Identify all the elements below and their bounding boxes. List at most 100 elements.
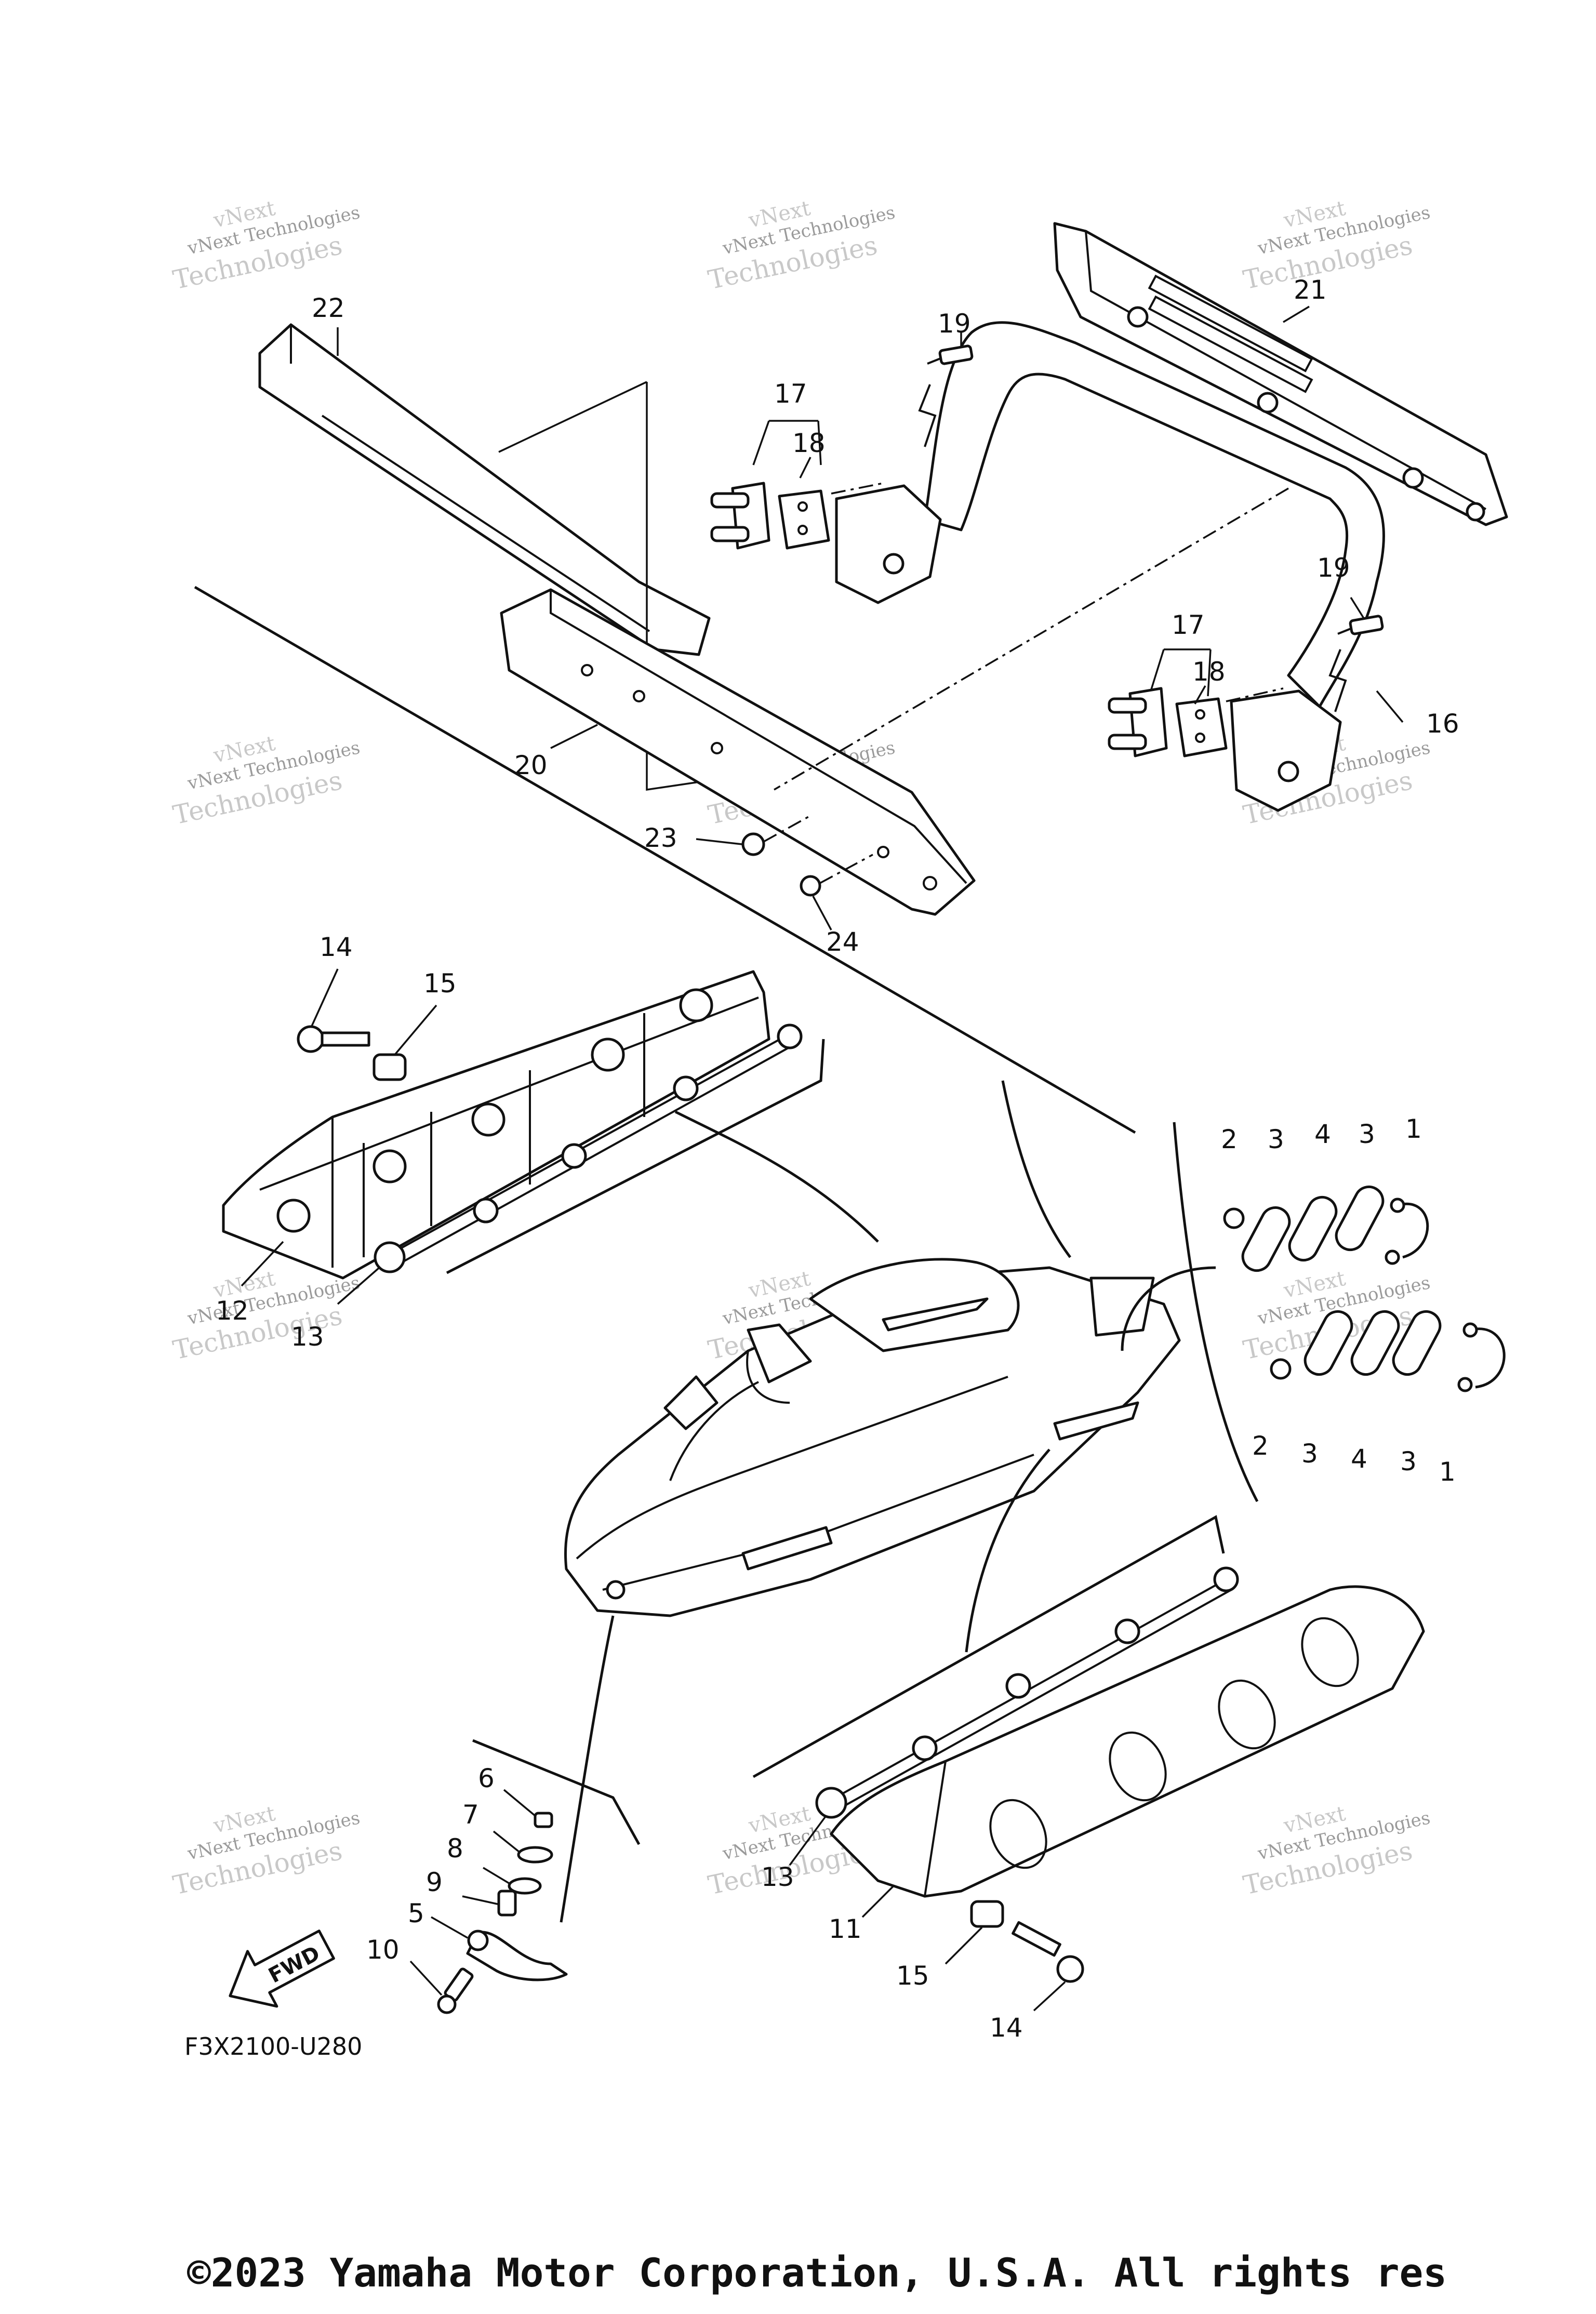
leader-14-left [311, 968, 339, 1027]
watermark: vNext vNext Technologies Technologies [170, 732, 362, 830]
arrow-from-right-sponson [965, 1448, 1050, 1653]
arrow-from-bow-eye [560, 1615, 615, 1923]
callout-18-lower: 18 [1192, 657, 1226, 687]
leader-24 [812, 896, 832, 930]
callout-18-upper: 18 [792, 428, 826, 458]
copyright-notice: ©2023 Yamaha Motor Corporation, U.S.A. A… [187, 2250, 1447, 2296]
leader-19-lower [1350, 597, 1365, 619]
leader-18-upper [799, 457, 812, 478]
callout-10: 10 [366, 1935, 400, 1965]
leader-13-left [337, 1267, 380, 1305]
leader-15-left [394, 1004, 437, 1056]
leader-8 [483, 1867, 510, 1884]
part-22-cover [258, 323, 711, 656]
part-6-nut [534, 1812, 553, 1828]
arrow-from-shackle [1121, 1266, 1216, 1351]
callout-16: 16 [1426, 709, 1459, 739]
callout-22: 22 [312, 293, 345, 323]
arrow-from-left-sponson [674, 1110, 879, 1243]
guide-22b [646, 382, 717, 791]
part-23-screw [741, 815, 811, 856]
leader-6 [503, 1789, 536, 1817]
fwd-arrow-icon: FWD [229, 1930, 335, 2008]
callout-9: 9 [426, 1867, 443, 1897]
part-13-rail-right [815, 1566, 1239, 1819]
leader-13-right [789, 1815, 827, 1866]
callout-20: 20 [514, 750, 548, 780]
guide-22a [498, 381, 647, 453]
callout-12: 12 [216, 1296, 249, 1326]
part-20-rail [500, 588, 976, 916]
leader-21 [1283, 305, 1310, 323]
frame-right-sponson [752, 1515, 1225, 1778]
callout-11: 11 [829, 1914, 862, 1944]
callout-15-right: 15 [896, 1961, 929, 1991]
section-separator [194, 586, 1136, 1134]
shackle-upper [1223, 1185, 1429, 1272]
callout-13-right: 13 [761, 1862, 794, 1892]
callout-1-lower: 1 [1439, 1457, 1456, 1487]
part-8-washer [508, 1877, 542, 1895]
watermark: vNext vNext Technologies Technologies [170, 1802, 362, 1900]
leader-23 [696, 838, 742, 845]
bracket-lower [1108, 687, 1342, 812]
watermark: vNext vNext Technologies Technologies [1241, 1802, 1432, 1900]
callout-3-upper-a: 3 [1268, 1124, 1284, 1154]
handle-to-rail-line [774, 487, 1289, 791]
callout-3-lower-a: 3 [1301, 1439, 1318, 1469]
callout-3-upper-b: 3 [1359, 1119, 1375, 1149]
callout-3-lower-b: 3 [1400, 1446, 1417, 1477]
leader-17-upper [752, 420, 822, 466]
part-12-sponson-left [222, 970, 770, 1280]
watermark: vNext vNext Technologies Technologies [706, 196, 897, 295]
part-21-panel [1053, 222, 1508, 526]
leader-15-right [945, 1926, 983, 1965]
leader-12 [241, 1241, 284, 1287]
leader-10 [409, 1960, 443, 1996]
frame-left-sponson [446, 1039, 825, 1274]
leader-5 [431, 1916, 468, 1939]
leader-14-right [1033, 1981, 1066, 2012]
callout-8: 8 [447, 1833, 463, 1864]
part-15-collar-right [970, 1900, 1004, 1928]
part-10-bolt [437, 1967, 474, 2014]
part-14-bolt-right [1012, 1921, 1084, 1983]
part-15-collar-left [373, 1053, 407, 1081]
part-9-stud [497, 1890, 517, 1917]
callout-19-upper: 19 [938, 309, 971, 339]
part-11-sponson-right [830, 1585, 1425, 1898]
frame-shackle [1173, 1122, 1259, 1502]
callout-4-lower: 4 [1351, 1444, 1367, 1474]
callout-7: 7 [462, 1800, 479, 1830]
leader-20 [550, 724, 598, 749]
callout-14-left: 14 [320, 932, 353, 962]
callout-1-upper: 1 [1405, 1114, 1422, 1144]
diagram-code: F3X2100-U280 [184, 2032, 362, 2060]
part-13-rail-left [374, 1023, 803, 1273]
leader-7 [493, 1830, 521, 1853]
callout-numbers: 22 19 21 17 18 19 17 18 16 20 23 24 14 1… [216, 275, 1459, 2043]
callout-5: 5 [408, 1898, 424, 1929]
leader-18-lower [1194, 685, 1206, 704]
part-19-bolt-lower [1328, 615, 1384, 712]
part-24-screw [800, 854, 873, 897]
part-5-bow-eye [466, 1930, 568, 1981]
leader-17-lower [1150, 648, 1212, 697]
callout-17-upper: 17 [774, 379, 807, 409]
callout-19-lower: 19 [1317, 553, 1350, 583]
leader-16 [1376, 690, 1404, 723]
part-19-bolt-upper [918, 344, 974, 447]
callout-6: 6 [478, 1763, 495, 1793]
leader-9 [462, 1895, 498, 1905]
callout-13-left: 13 [291, 1322, 324, 1352]
watermark: vNext vNext Technologies Technologies [170, 196, 362, 295]
callout-24: 24 [826, 927, 859, 957]
callout-4-upper: 4 [1314, 1119, 1331, 1149]
callout-15-left: 15 [423, 968, 457, 999]
callout-17-lower: 17 [1172, 610, 1205, 640]
part-7-washer [517, 1846, 553, 1864]
callout-23: 23 [644, 823, 677, 853]
watermark: vNext vNext Technologies Technologies [1241, 196, 1432, 295]
frame-bow-eye [472, 1739, 641, 1845]
